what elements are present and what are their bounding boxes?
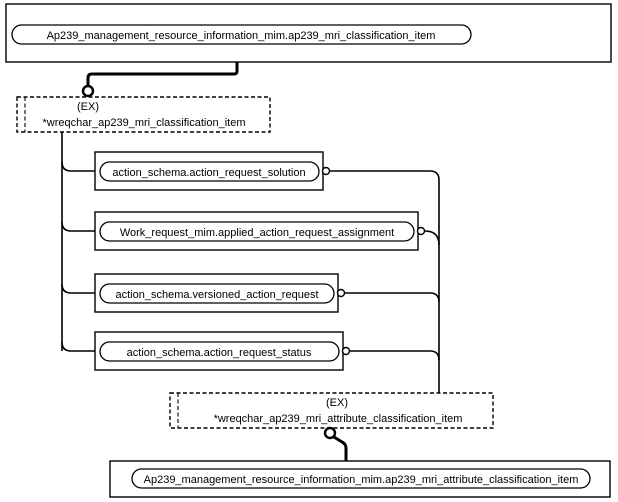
top-select-tag: (EX)	[77, 101, 99, 113]
member-box-3[interactable]: action_schema.versioned_action_request	[94, 273, 339, 313]
top-select-label: *wreqchar_ap239_mri_classification_item	[43, 117, 246, 129]
member-end-circle-1	[321, 166, 331, 176]
member-box-1[interactable]: action_schema.action_request_solution	[94, 151, 324, 191]
member-end-circle-2	[416, 226, 426, 236]
member-label-4: action_schema.action_request_status	[127, 347, 312, 359]
left-branch-2	[61, 221, 95, 232]
member-label-1: action_schema.action_request_solution	[112, 167, 305, 179]
right-connector-4	[350, 350, 440, 361]
left-branch-4	[61, 341, 95, 352]
member-end-circle-4	[341, 346, 351, 356]
bottom-select-tag: (EX)	[326, 397, 348, 409]
top-entity-label: Ap239_management_resource_information_mi…	[47, 30, 436, 42]
bottom-entity-to-select-connector	[333, 435, 348, 461]
right-connector-1	[330, 170, 440, 393]
bottom-entity-box[interactable]: Ap239_management_resource_information_mi…	[109, 460, 611, 498]
bottom-select-label: *wreqchar_ap239_mri_attribute_classifica…	[214, 413, 463, 425]
top-entity-box[interactable]: Ap239_management_resource_information_mi…	[5, 3, 612, 63]
left-branch-1	[61, 161, 95, 172]
top-entity-to-select-connector	[86, 62, 239, 86]
member-end-circle-3	[336, 288, 346, 298]
top-select-ref-circle	[81, 84, 95, 98]
bottom-select-ref-circle	[323, 426, 337, 440]
bottom-select-box[interactable]: (EX) *wreqchar_ap239_mri_attribute_class…	[169, 392, 494, 429]
bottom-entity-label: Ap239_management_resource_information_mi…	[144, 474, 579, 486]
top-select-box[interactable]: (EX) *wreqchar_ap239_mri_classification_…	[16, 96, 271, 133]
member-label-3: action_schema.versioned_action_request	[115, 289, 318, 301]
member-box-2[interactable]: Work_request_mim.applied_action_request_…	[94, 211, 419, 251]
left-branch-3	[61, 283, 95, 294]
member-box-4[interactable]: action_schema.action_request_status	[94, 331, 344, 371]
right-connector-3	[345, 292, 440, 303]
member-label-2: Work_request_mim.applied_action_request_…	[120, 227, 394, 239]
right-connector-2	[424, 230, 440, 246]
